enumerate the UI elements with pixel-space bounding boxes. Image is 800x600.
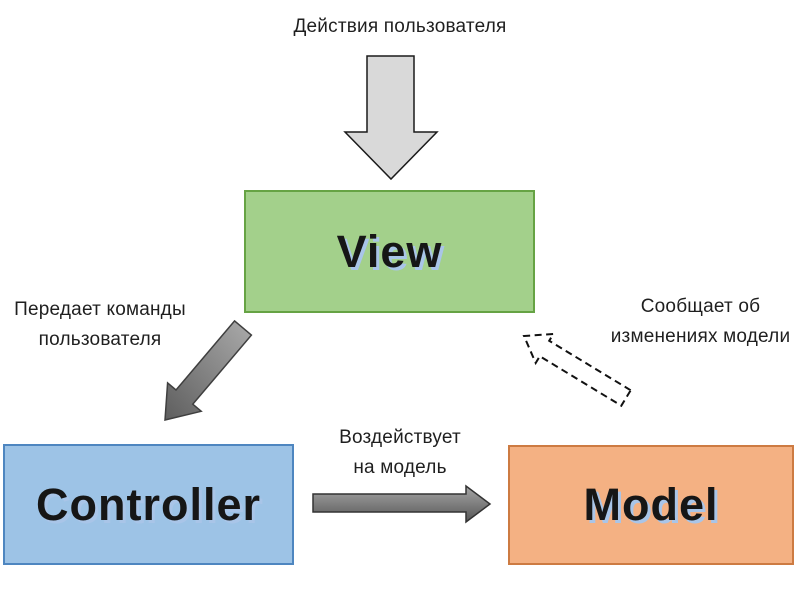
model-box-label: Model bbox=[583, 479, 719, 530]
view-box: View bbox=[244, 190, 535, 313]
passes-commands-label: Передает команды пользователя bbox=[5, 295, 195, 355]
controller-to-model-arrow-icon bbox=[312, 484, 492, 524]
user-actions-label: Действия пользователя bbox=[293, 16, 507, 37]
model-box: Model bbox=[508, 445, 794, 565]
passes-commands-line1: Передает команды bbox=[14, 299, 186, 320]
controller-box: Controller bbox=[3, 444, 294, 565]
view-to-controller-arrow-icon bbox=[164, 319, 253, 421]
view-box-label: View bbox=[336, 225, 443, 277]
user-actions-down-arrow-icon bbox=[343, 55, 439, 181]
reports-changes-label: Сообщает об изменениях модели bbox=[598, 292, 800, 352]
down-left-block-arrow-shape bbox=[164, 319, 253, 421]
reports-changes-line1: Сообщает об bbox=[640, 296, 761, 317]
reports-changes-line2: изменениях модели bbox=[610, 326, 791, 347]
affects-model-line1: Воздействует bbox=[339, 427, 461, 448]
right-block-arrow-shape bbox=[312, 484, 492, 524]
down-block-arrow-shape bbox=[343, 55, 439, 181]
up-left-dashed-block-arrow-shape bbox=[522, 332, 633, 408]
affects-model-label: Воздействует на модель bbox=[300, 423, 500, 483]
passes-commands-line2: пользователя bbox=[38, 329, 162, 350]
affects-model-line2: на модель bbox=[353, 457, 447, 478]
model-to-view-dashed-arrow-icon bbox=[522, 332, 633, 408]
controller-box-label: Controller bbox=[35, 478, 261, 530]
